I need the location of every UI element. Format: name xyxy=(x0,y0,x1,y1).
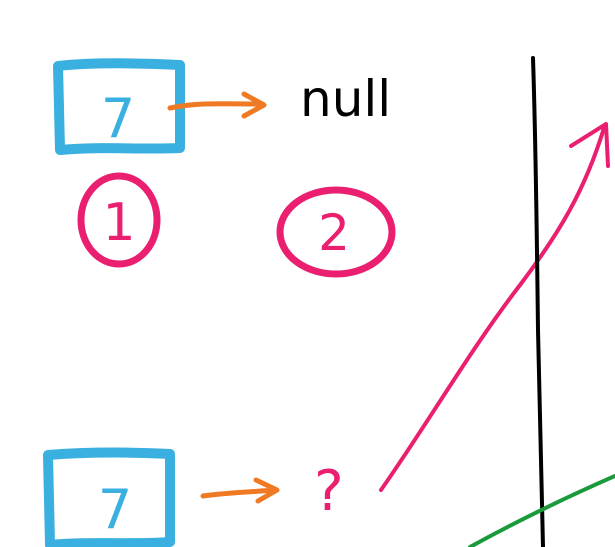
divider-line xyxy=(531,56,545,547)
top-node: 7 xyxy=(53,58,185,155)
green-line xyxy=(468,474,615,547)
top-node-value: 7 xyxy=(101,87,135,150)
bottom-node-box xyxy=(43,447,175,547)
bottom-node-next-label: ? xyxy=(314,459,344,524)
bottom-node: 7 xyxy=(43,447,175,547)
marker-one-label: 1 xyxy=(102,193,135,253)
bottom-node-value: 7 xyxy=(98,478,132,541)
marker-two-label: 2 xyxy=(318,204,350,262)
marker-one: 1 xyxy=(77,172,161,268)
marker-two: 2 xyxy=(276,186,396,278)
bottom-node-arrow xyxy=(200,477,280,504)
top-node-arrow xyxy=(167,91,267,119)
pink-pointer-arrow xyxy=(379,122,610,492)
top-node-next-label: null xyxy=(300,70,391,128)
